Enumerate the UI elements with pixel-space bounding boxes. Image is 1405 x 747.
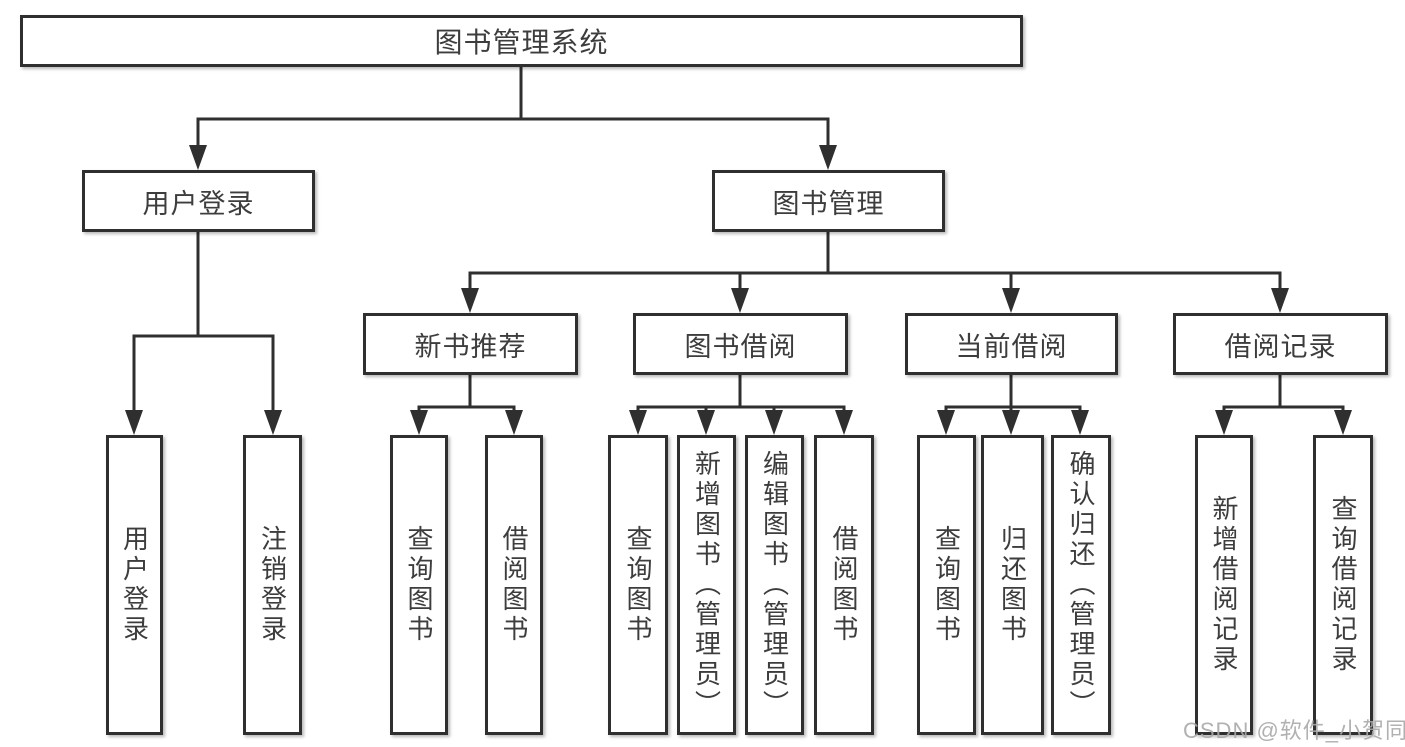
node-user-login: 用户登录 xyxy=(82,170,315,232)
leaf-confirm-return-admin: 确认归还（管理员） xyxy=(1051,435,1111,735)
node-book-management-label: 图书管理 xyxy=(772,188,885,219)
leaf-query-books-1-label: 查询图书 xyxy=(404,525,434,645)
leaf-add-books-admin: 新增图书（管理员） xyxy=(677,435,736,735)
leaf-add-borrow-record: 新增借阅记录 xyxy=(1195,435,1253,735)
leaf-return-books: 归还图书 xyxy=(981,435,1044,735)
node-book-management: 图书管理 xyxy=(712,170,945,232)
leaf-borrow-books-2-label: 借阅图书 xyxy=(829,525,859,645)
node-new-book-recommend: 新书推荐 xyxy=(363,313,578,375)
node-new-book-recommend-label: 新书推荐 xyxy=(414,331,527,362)
leaf-query-books-3: 查询图书 xyxy=(917,435,976,735)
leaf-borrow-books-1: 借阅图书 xyxy=(485,435,543,735)
leaf-add-books-admin-label: 新增图书（管理员） xyxy=(691,450,722,720)
leaf-return-books-label: 归还图书 xyxy=(997,525,1028,645)
node-borrow-record: 借阅记录 xyxy=(1173,313,1388,375)
node-root-system: 图书管理系统 xyxy=(20,15,1023,67)
node-current-borrow-label: 当前借阅 xyxy=(955,331,1068,362)
leaf-query-books-3-label: 查询图书 xyxy=(931,525,962,645)
leaf-user-login-label: 用户登录 xyxy=(119,525,150,645)
leaf-logout: 注销登录 xyxy=(243,435,302,735)
leaf-query-books-1: 查询图书 xyxy=(390,435,448,735)
node-user-login-label: 用户登录 xyxy=(142,188,255,219)
node-book-borrow-label: 图书借阅 xyxy=(684,331,797,362)
leaf-edit-books-admin-label: 编辑图书（管理员） xyxy=(759,450,790,720)
csdn-watermark: CSDN @软件_小贺同学 xyxy=(1183,718,1405,743)
leaf-edit-books-admin: 编辑图书（管理员） xyxy=(745,435,804,735)
node-borrow-record-label: 借阅记录 xyxy=(1224,331,1337,362)
leaf-query-borrow-record: 查询借阅记录 xyxy=(1313,435,1373,735)
leaf-query-borrow-record-label: 查询借阅记录 xyxy=(1328,495,1358,675)
node-book-borrow: 图书借阅 xyxy=(633,313,848,375)
leaf-confirm-return-admin-label: 确认归还（管理员） xyxy=(1066,450,1096,720)
leaf-user-login: 用户登录 xyxy=(106,435,163,735)
node-root-label: 图书管理系统 xyxy=(434,27,609,58)
leaf-borrow-books-2: 借阅图书 xyxy=(814,435,874,735)
leaf-logout-label: 注销登录 xyxy=(257,525,288,645)
leaf-query-books-2: 查询图书 xyxy=(608,435,668,735)
leaf-borrow-books-1-label: 借阅图书 xyxy=(499,525,529,645)
leaf-query-books-2-label: 查询图书 xyxy=(623,525,653,645)
leaf-add-borrow-record-label: 新增借阅记录 xyxy=(1209,495,1239,675)
node-current-borrow: 当前借阅 xyxy=(905,313,1118,375)
